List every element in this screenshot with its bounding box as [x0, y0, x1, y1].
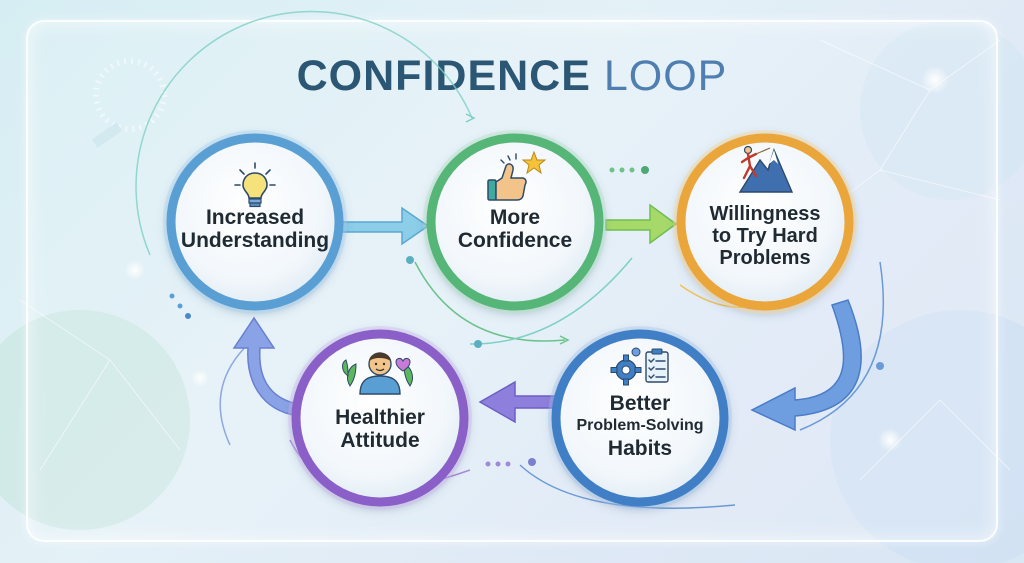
label-increased-understanding: Increased Understanding [175, 206, 335, 252]
bg-glow [191, 369, 209, 387]
label-line: Attitude [340, 429, 420, 453]
label-line: Problems [719, 247, 811, 269]
label-line: Habits [607, 436, 673, 460]
arrow-willingness-to-habits [750, 299, 862, 432]
thumbs-up-star-icon [487, 150, 547, 201]
node-increased-understanding [163, 130, 347, 314]
bg-glow [921, 66, 949, 94]
accent-arc [469, 257, 633, 345]
lightbulb-icon [234, 162, 276, 208]
bg-hatched-circle [93, 58, 167, 132]
accent-arc-head [465, 113, 476, 123]
accent-arc [799, 261, 884, 431]
page-title: CONFIDENCE LOOP [0, 52, 1024, 101]
bg-glow [878, 428, 902, 452]
bg-glow [125, 260, 145, 280]
label-line: Healthier [335, 406, 425, 429]
arrow-confidence-to-willingness [605, 203, 678, 245]
label-healthier-attitude: Healthier Attitude [300, 406, 460, 452]
label-more-confidence: More Confidence [435, 206, 595, 252]
mountain-climber-icon [738, 145, 794, 193]
label-line: Increased [205, 206, 305, 229]
label-line: More [489, 206, 541, 229]
dotted-accents [169, 166, 884, 467]
accent-arc-head [559, 335, 570, 345]
node-healthier-attitude [288, 326, 472, 510]
bg-blob [0, 310, 190, 530]
label-line: Understanding [180, 229, 330, 253]
gear-checklist-icon [610, 347, 669, 386]
label-line: Willingness [709, 203, 821, 225]
bg-blob [830, 310, 1024, 563]
label-willingness: Willingness to Try Hard Problems [685, 203, 845, 269]
node-willingness [673, 130, 857, 314]
label-line: Confidence [457, 229, 573, 253]
label-line: Problem-Solving [576, 417, 704, 435]
label-better-habits: Better Problem-Solving Habits [560, 392, 720, 460]
label-line: to Try Hard [712, 225, 818, 247]
node-better-habits [548, 326, 732, 510]
bg-shape [91, 122, 123, 148]
node-more-confidence [423, 130, 607, 314]
person-heart-icon [342, 352, 413, 395]
title-part2: LOOP [603, 52, 728, 100]
accent-arc [414, 261, 566, 342]
bg-blob [860, 20, 1024, 200]
label-line: Better [609, 392, 671, 415]
arrow-attitude-to-understanding [232, 316, 299, 417]
accent-arc [135, 10, 473, 256]
title-part1: CONFIDENCE [296, 52, 591, 100]
